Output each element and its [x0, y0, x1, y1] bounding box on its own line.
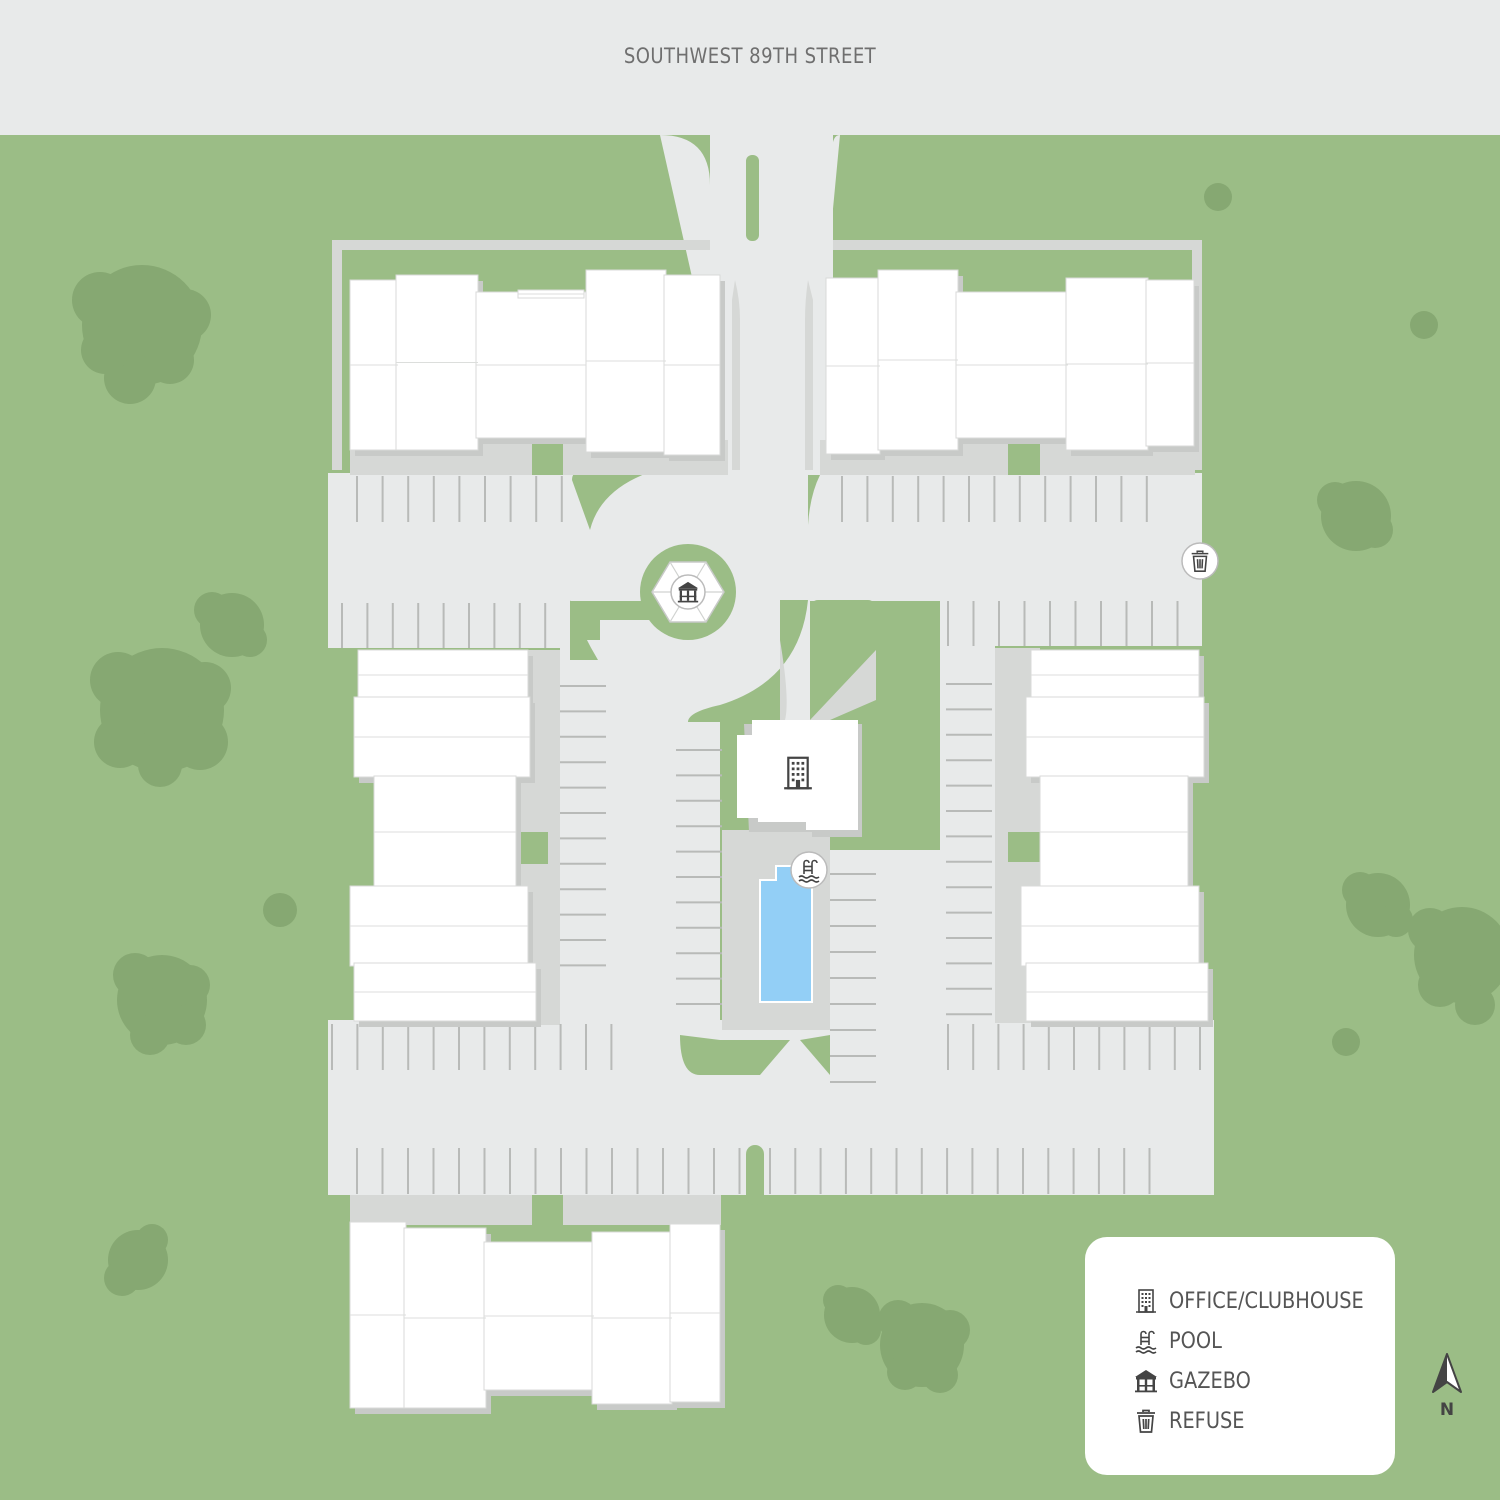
- apartment-building: [349, 269, 725, 461]
- gazebo-icon: [1133, 1368, 1159, 1394]
- legend-item-refuse: REFUSE: [1133, 1401, 1395, 1441]
- refuse-marker: [1181, 542, 1219, 580]
- grass-gap: [532, 1195, 563, 1230]
- map-legend: OFFICE/CLUBHOUSE POOL GAZEBO REFUSE: [1085, 1237, 1395, 1475]
- tree: [1342, 872, 1413, 937]
- legend-label: POOL: [1169, 1328, 1222, 1354]
- grass-gap: [1008, 440, 1040, 475]
- tree: [113, 953, 210, 1055]
- gazebo: [640, 544, 736, 640]
- southwest-89th-street: [0, 0, 1500, 135]
- street-name-label: SOUTHWEST 89TH STREET: [623, 44, 877, 68]
- legend-item-gazebo: GAZEBO: [1133, 1361, 1395, 1401]
- tree: [104, 1224, 168, 1296]
- apartment-building: [349, 649, 541, 1027]
- tree: [194, 592, 267, 657]
- north-arrow-icon: [1432, 1353, 1462, 1393]
- tree: [1408, 907, 1500, 1025]
- refuse-icon: [1133, 1408, 1159, 1434]
- legend-label: REFUSE: [1169, 1408, 1245, 1434]
- legend-item-pool: POOL: [1133, 1321, 1395, 1361]
- buildings: [349, 269, 1213, 1414]
- tree: [1410, 311, 1438, 339]
- apartment-building: [825, 269, 1199, 460]
- pool-icon: [1133, 1328, 1159, 1354]
- parking-stalls: [331, 476, 1201, 1194]
- tree: [90, 648, 231, 787]
- legend-label: OFFICE/CLUBHOUSE: [1169, 1288, 1364, 1314]
- apartment-building: [349, 1221, 725, 1414]
- office-clubhouse-building: [737, 720, 862, 837]
- legend-item-office-clubhouse: OFFICE/CLUBHOUSE: [1133, 1281, 1395, 1321]
- office-clubhouse-icon: [1133, 1288, 1159, 1314]
- tree: [1204, 183, 1232, 211]
- refuse-icon: [1190, 550, 1210, 572]
- office-clubhouse-icon: [783, 756, 813, 790]
- north-label: N: [1439, 1400, 1455, 1420]
- pool-area: [759, 851, 828, 1003]
- north-compass: N: [1428, 1352, 1466, 1424]
- trees: [72, 183, 1500, 1393]
- tree: [823, 1285, 881, 1345]
- tree: [1332, 1028, 1360, 1056]
- tree: [72, 265, 211, 404]
- tree: [263, 893, 297, 927]
- tree: [1317, 481, 1393, 551]
- legend-label: GAZEBO: [1169, 1368, 1251, 1394]
- grass-gap: [532, 440, 563, 475]
- grass-gap: [1008, 832, 1040, 862]
- apartment-building: [1020, 649, 1213, 1027]
- tree: [878, 1300, 970, 1393]
- grass-gap: [520, 832, 548, 864]
